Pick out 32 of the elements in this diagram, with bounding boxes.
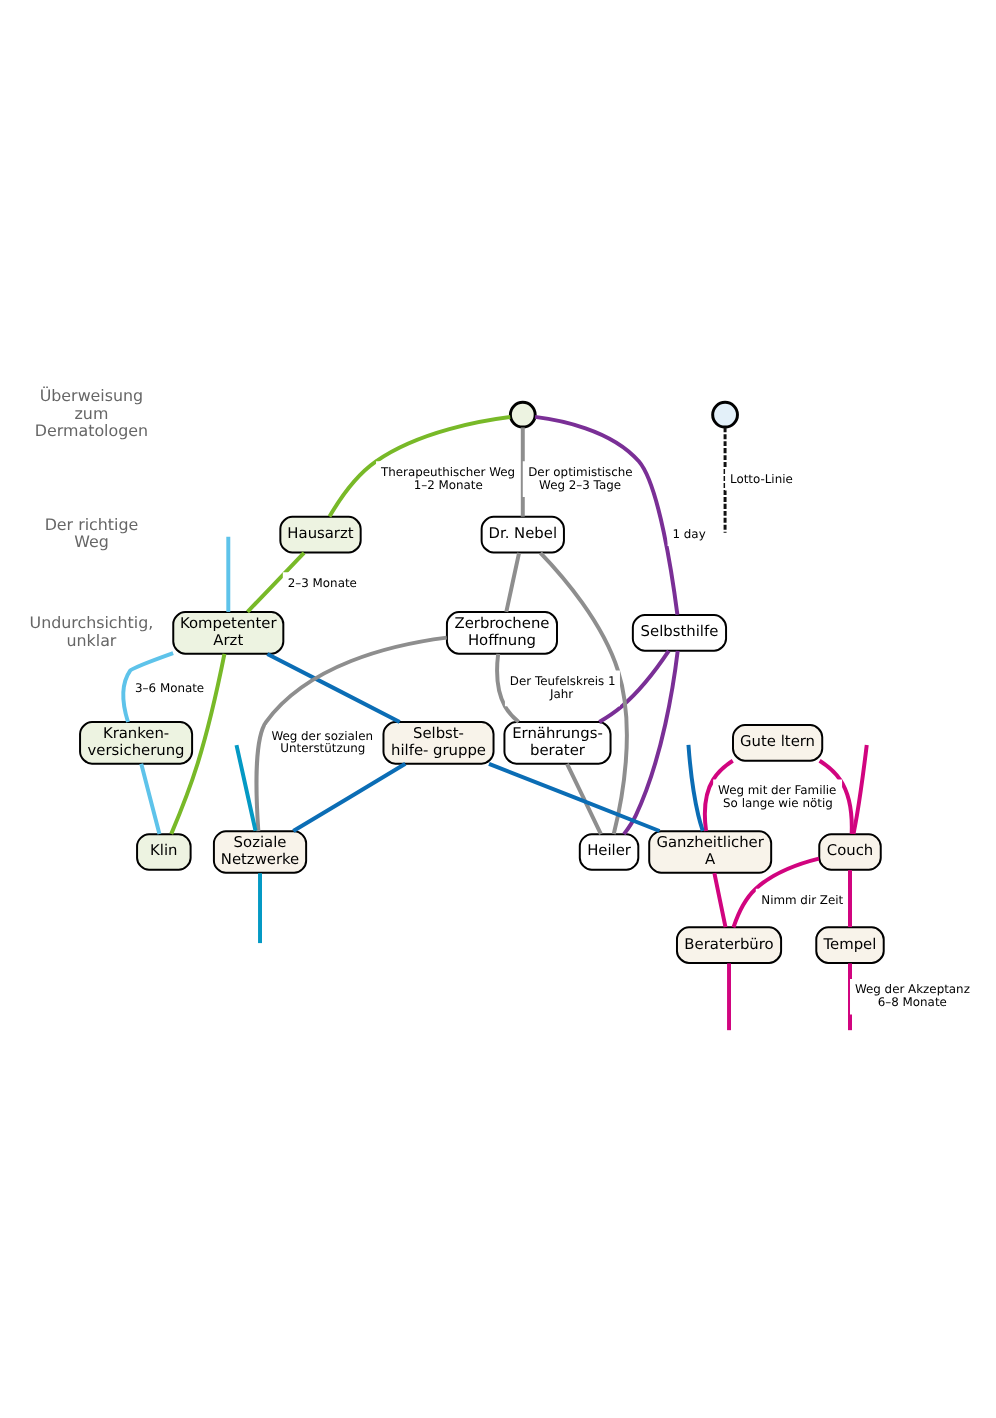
connector [702, 759, 734, 832]
connector [266, 652, 401, 724]
connector [254, 635, 448, 832]
connector [538, 551, 629, 835]
connector [851, 744, 869, 835]
connector [488, 761, 661, 833]
connector [622, 650, 680, 836]
connector [226, 536, 231, 612]
connector [686, 744, 705, 832]
connector [504, 552, 521, 613]
connector [731, 856, 820, 928]
connector [520, 427, 525, 517]
connector [169, 653, 227, 835]
connector [121, 651, 174, 723]
connector [598, 649, 671, 724]
connector [495, 653, 520, 724]
connector [818, 759, 854, 834]
connector [727, 963, 731, 1031]
connector [234, 744, 258, 832]
connector [292, 762, 407, 833]
connector [565, 762, 603, 835]
connector [848, 963, 852, 1031]
connector [712, 872, 728, 928]
node-circle [711, 400, 739, 429]
connector [534, 414, 680, 616]
connector [723, 427, 727, 533]
connector [258, 873, 262, 944]
connector [246, 551, 306, 614]
connector [848, 870, 852, 928]
connector [327, 415, 511, 518]
connector [139, 763, 162, 835]
node-circle [508, 400, 537, 429]
